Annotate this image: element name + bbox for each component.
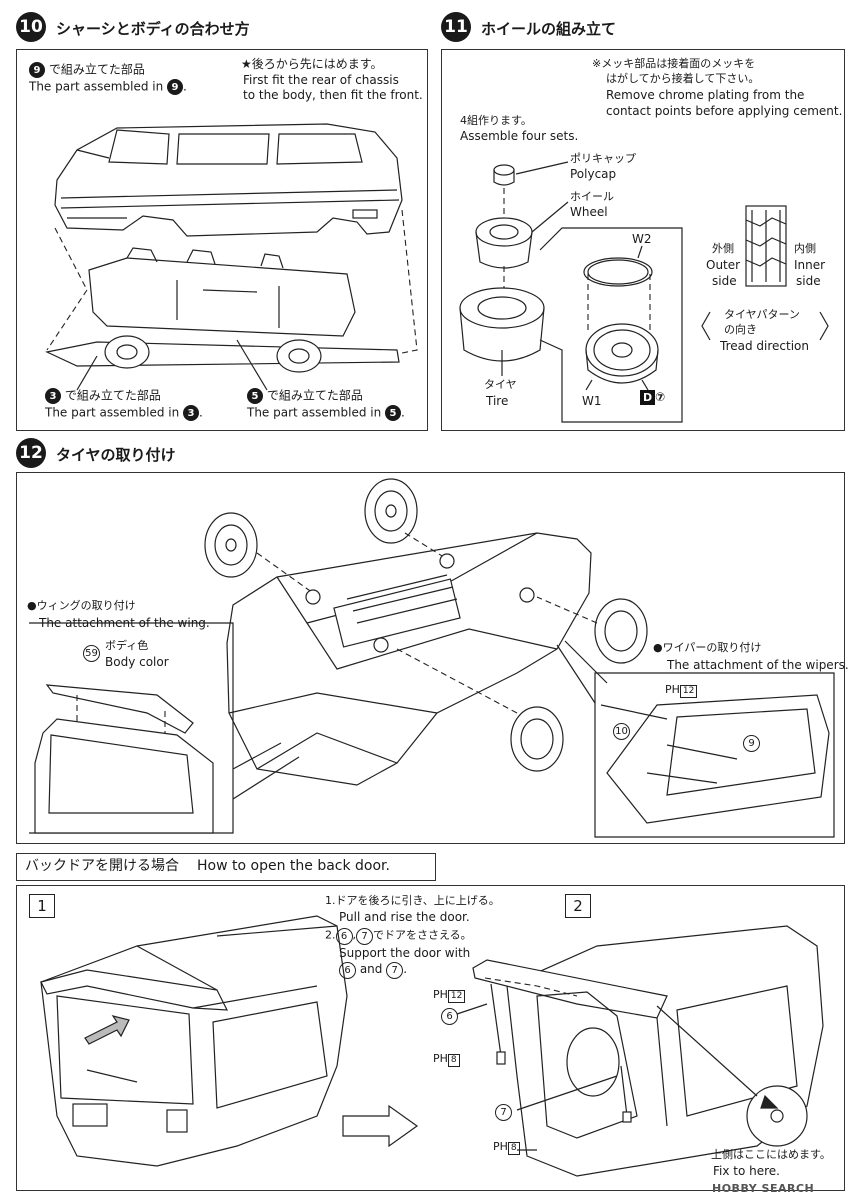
four-sets-en: Assemble four sets.: [460, 129, 579, 143]
watermark: HOBBY SEARCH: [712, 1182, 815, 1195]
tire-label-en: Tire: [486, 394, 509, 408]
step-12-panel: ●ウィングの取り付け The attachment of the wing. 5…: [16, 472, 849, 844]
polycap-label-en: Polycap: [570, 167, 617, 181]
outer-side-en-2: side: [712, 274, 737, 288]
wheel-assembly-illustration: [459, 161, 829, 423]
part-3-label-en: The part assembled in 3.: [45, 405, 203, 421]
back-door-title-bar: バックドアを開ける場合 How to open the back door.: [16, 853, 436, 881]
step-12-number-badge: 12: [16, 438, 46, 468]
step-12-title: タイヤの取り付け: [56, 446, 176, 464]
w2-label: W2: [632, 232, 652, 246]
fix-here-ja: 上側はここにはめます。: [711, 1148, 831, 1161]
instruction-step-1-en: Pull and rise the door.: [339, 910, 470, 924]
chrome-note-ja-1: ※メッキ部品は接着面のメッキを: [592, 57, 756, 70]
paint-59-badge: 59: [83, 645, 100, 662]
inner-side-en-1: Inner: [794, 258, 826, 272]
fit-rear-first-note-en-1: First fit the rear of chassis: [243, 73, 399, 87]
fit-rear-first-note-en-2: to the body, then fit the front.: [243, 88, 423, 102]
wheel-label-ja: ホイール: [570, 190, 614, 203]
wing-attachment-en: The attachment of the wing.: [39, 616, 210, 630]
back-door-title-ja: バックドアを開ける場合: [25, 858, 179, 874]
inner-side-en-2: side: [796, 274, 821, 288]
w1-label: W1: [582, 394, 602, 408]
chrome-note-ja-2: はがしてから接着して下さい。: [606, 72, 760, 85]
instruction-step-1-ja: 1.ドアを後ろに引き、上に上げる。: [325, 894, 500, 907]
outer-side-ja: 外側: [712, 242, 734, 255]
tread-direction-ja-1: タイヤパターン: [724, 308, 800, 321]
part-5-label-en: The part assembled in 5.: [247, 405, 405, 421]
panel-2-label: 2: [565, 894, 591, 918]
wiper-part-9-label: 9: [743, 735, 760, 752]
outer-side-en-1: Outer: [706, 258, 741, 272]
back-door-title-en: How to open the back door.: [197, 858, 390, 874]
chrome-note-en-1: Remove chrome plating from the: [606, 88, 805, 102]
four-sets-ja: 4組作ります。: [460, 114, 532, 127]
part-9-label-en: The part assembled in 9.: [29, 79, 187, 95]
part-9-badge: 9: [29, 62, 45, 78]
strut-6-part-label: 6: [441, 1008, 458, 1025]
fix-here-en: Fix to here.: [713, 1164, 780, 1178]
body-color-ja: ボディ色: [105, 639, 149, 652]
wheel-bottom: [510, 706, 564, 772]
wiper-attachment-en: The attachment of the wipers.: [667, 658, 849, 672]
instruction-step-2-en-1: Support the door with: [339, 946, 471, 960]
wheel-label-en: Wheel: [570, 205, 608, 219]
inner-side-ja: 内側: [794, 242, 816, 255]
part-3-label-ja: 3 で組み立てた部品: [45, 388, 161, 404]
wheel-right: [594, 598, 648, 664]
tread-direction-en: Tread direction: [720, 339, 809, 353]
step-10-title: シャーシとボディの合わせ方: [56, 20, 250, 38]
body-chassis-illustration: [45, 123, 418, 391]
part-5-label-ja: 5 で組み立てた部品: [247, 388, 363, 404]
chrome-note-en-2: contact points before applying cement.: [606, 104, 843, 118]
tire-mounting-illustration: [29, 478, 835, 838]
strut-7-part-label: 7: [495, 1104, 512, 1121]
panel-1-label: 1: [29, 894, 55, 918]
wheel-top-center: [364, 478, 418, 544]
back-door-panel: 1 2 1.ドア: [16, 885, 845, 1191]
step-11-title: ホイールの組み立て: [481, 20, 617, 38]
wiper-attachment-ja: ●ワイパーの取り付け: [653, 641, 762, 654]
wiper-part-10-label: 10: [613, 723, 630, 740]
instruction-step-2-en-2: 6 and 7.: [339, 962, 407, 979]
back-door-illustration: [40, 915, 824, 1177]
step-11-panel: ※メッキ部品は接着面のメッキを はがしてから接着して下さい。 Remove ch…: [441, 49, 845, 431]
step-10-panel: 9 で組み立てた部品 The part assembled in 9. ★後ろか…: [16, 49, 428, 431]
wheel-top-left: [204, 512, 258, 578]
wing-attachment-ja: ●ウィングの取り付け: [27, 599, 136, 612]
polycap-label-ja: ポリキャップ: [570, 152, 636, 165]
step-10-number-badge: 10: [16, 12, 46, 42]
step-11-number-badge: 11: [441, 12, 471, 42]
body-color-label: 59: [83, 645, 100, 662]
tire-label-ja: タイヤ: [484, 378, 517, 391]
body-color-en: Body color: [105, 655, 169, 669]
part-9-label-ja: 9 で組み立てた部品: [29, 62, 145, 78]
fit-rear-first-note-ja: ★後ろから先にはめます。: [241, 57, 383, 71]
tread-direction-ja-2: の向き: [724, 323, 757, 336]
